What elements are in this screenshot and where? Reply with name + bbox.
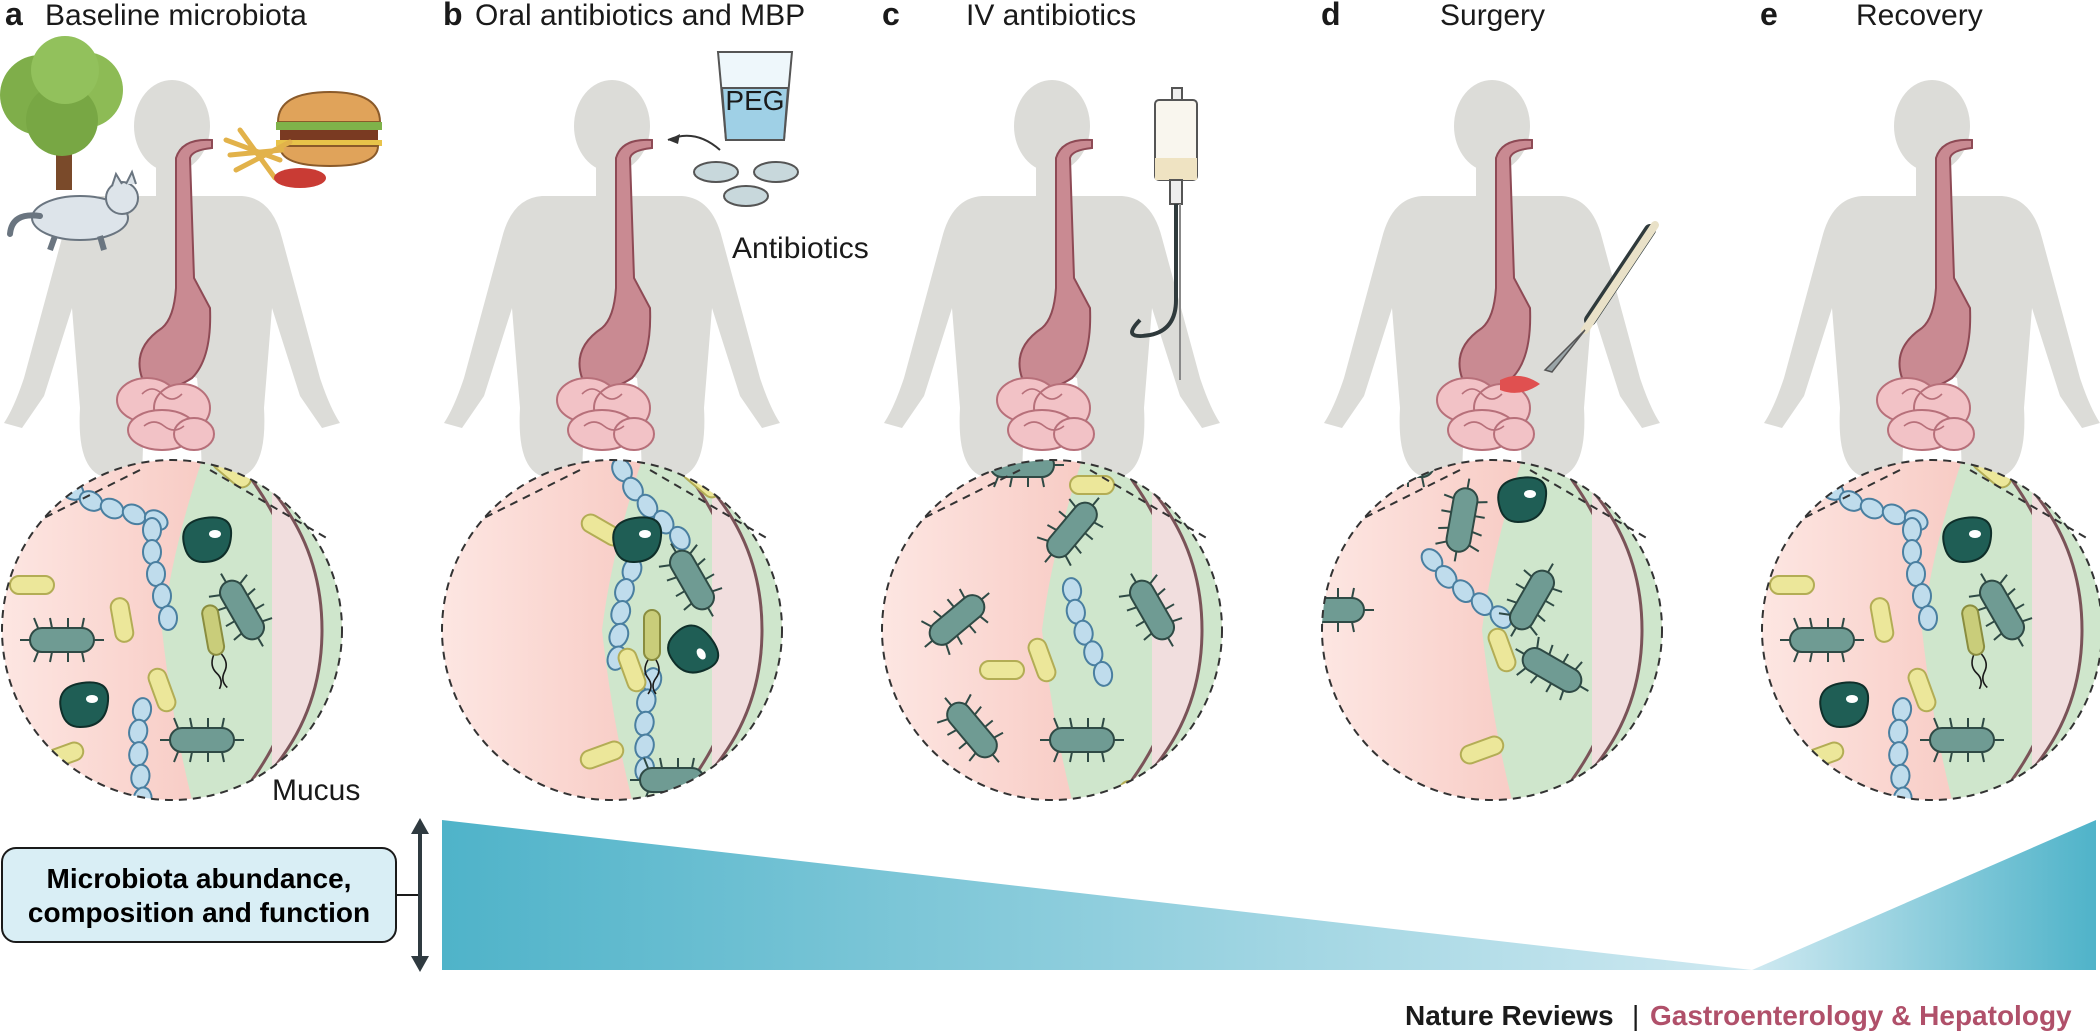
panel-title-b: b Oral antibiotics and MBP [443, 0, 805, 32]
leader-line [649, 469, 771, 541]
peg-cup-icon: PEG [716, 51, 794, 141]
abundance-box: Microbiota abundance, composition and fu… [1, 847, 397, 943]
inset-c [881, 459, 1223, 801]
panel-label: Oral antibiotics and MBP [475, 0, 805, 32]
human-silhouette [1323, 79, 1661, 479]
abundance-decline-wedge [442, 820, 1752, 970]
human-silhouette [1763, 79, 2100, 479]
credit-line: Nature Reviews | Gastroenterology & Hepa… [1405, 1000, 2072, 1031]
panel-letter: a [5, 0, 23, 32]
leader-line [1089, 469, 1211, 541]
abundance-line-1: Microbiota abundance, [47, 863, 352, 894]
iv-bag-icon [1130, 87, 1198, 380]
leader-line [39, 469, 141, 521]
double-arrow-icon [411, 818, 429, 972]
panel-letter: b [443, 0, 463, 32]
credit-section: Gastroenterology & Hepatology [1650, 1000, 2072, 1031]
panel-letter: d [1321, 0, 1341, 32]
panel-label: Recovery [1856, 0, 1983, 32]
inset-b [441, 459, 783, 801]
abundance-gradient [442, 820, 2096, 970]
leader-line [1529, 469, 1651, 541]
peg-label: PEG [725, 85, 784, 116]
panel-label: IV antibiotics [966, 0, 1136, 32]
panel-letter: c [882, 0, 900, 32]
panel-label: Baseline microbiota [45, 0, 307, 32]
abundance-line-2: composition and function [28, 897, 370, 928]
inset-d [1321, 459, 1663, 801]
inset-e [1761, 459, 2100, 801]
credit-separator: | [1632, 1000, 1639, 1031]
mucus-label: Mucus [272, 774, 360, 807]
leader-line [479, 469, 581, 521]
panel-title-a: a Baseline microbiota [5, 0, 307, 32]
panel-title-e: e Recovery [1760, 0, 1983, 32]
cat-icon [7, 169, 139, 252]
panel-label: Surgery [1440, 0, 1545, 32]
burger-icon [223, 90, 382, 188]
antibiotics-label: Antibiotics [732, 232, 869, 265]
leader-line [919, 469, 1021, 521]
leader-line [1969, 469, 2091, 541]
leader-line [209, 469, 331, 541]
abundance-recovery-wedge [1752, 820, 2096, 970]
leader-line [1359, 469, 1461, 521]
credit-journal: Nature Reviews [1405, 1000, 1614, 1031]
pills-icon [693, 161, 799, 207]
leader-line [1799, 469, 1901, 521]
panel-title-c: c IV antibiotics [882, 0, 1136, 32]
panel-title-d: d Surgery [1321, 0, 1545, 32]
panel-letter: e [1760, 0, 1778, 32]
tree-icon [0, 36, 123, 190]
inset-a [1, 459, 343, 801]
arrowhead-icon [668, 134, 680, 144]
scalpel-icon [1500, 221, 1659, 393]
